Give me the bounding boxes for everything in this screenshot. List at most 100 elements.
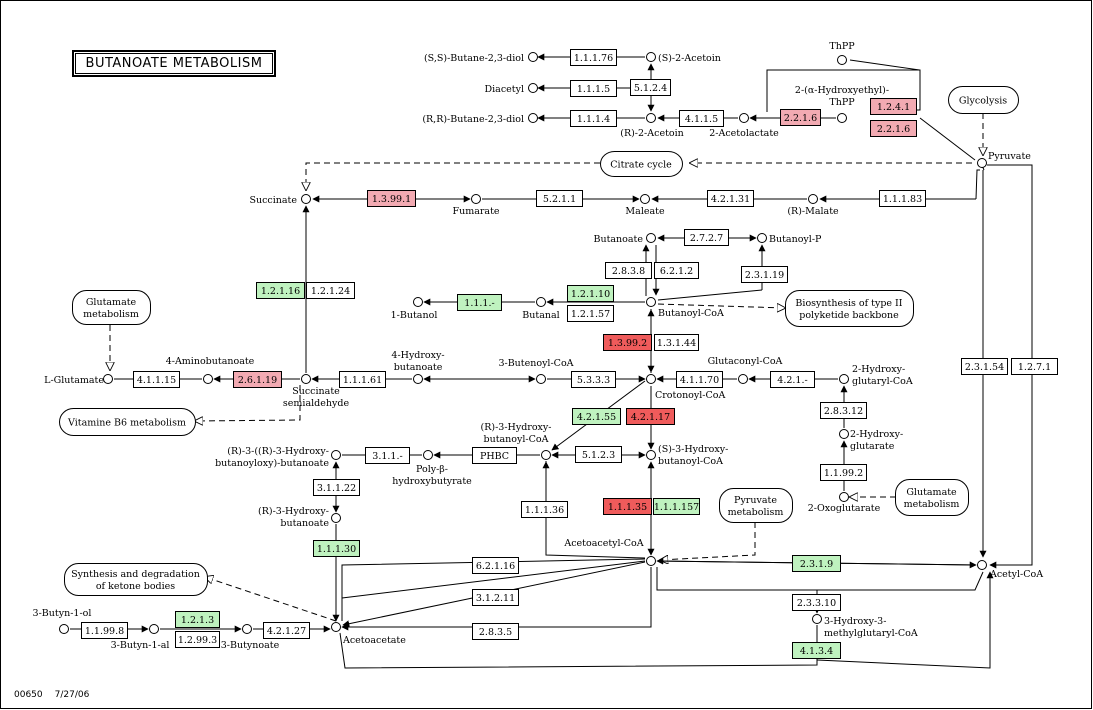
enzyme-label[interactable]: 2.3.1.19 bbox=[745, 270, 784, 281]
compound-node[interactable] bbox=[757, 233, 767, 243]
enzyme-label[interactable]: 1.3.99.2 bbox=[608, 338, 647, 349]
linked-map[interactable]: Glycolysis bbox=[948, 86, 1019, 114]
compound-node[interactable] bbox=[528, 113, 538, 123]
enzyme-label[interactable]: 5.1.2.3 bbox=[582, 450, 615, 461]
enzyme-label[interactable]: 1.1.1.83 bbox=[883, 194, 922, 205]
enzyme-label[interactable]: 6.2.1.16 bbox=[476, 561, 515, 572]
enzyme-label[interactable]: 2.3.3.10 bbox=[797, 598, 836, 609]
compound-node[interactable] bbox=[59, 624, 69, 634]
enzyme-label[interactable]: 2.3.1.54 bbox=[965, 362, 1004, 373]
enzyme-label[interactable]: 1.1.1.61 bbox=[343, 375, 382, 386]
compound[interactable]: (R)-3-Hydroxy-butanoate bbox=[258, 506, 341, 529]
linked-map-label[interactable]: Glycolysis bbox=[959, 96, 1007, 107]
enzyme-label[interactable]: 5.3.3.3 bbox=[577, 375, 610, 386]
enzyme-label[interactable]: 2.8.3.5 bbox=[479, 627, 512, 638]
compound[interactable]: Butanoyl-P bbox=[757, 233, 823, 246]
enzyme-box[interactable]: 1.2.1.16 bbox=[256, 282, 305, 299]
compound-node[interactable] bbox=[646, 297, 656, 307]
compound-node[interactable] bbox=[536, 297, 546, 307]
compound[interactable]: (R)-3-((R)-3-Hydroxy-butanoyloxy)-butano… bbox=[215, 446, 341, 469]
enzyme-label[interactable]: 3.1.2.11 bbox=[476, 593, 515, 604]
enzyme-box[interactable]: 1.2.1.3 bbox=[175, 611, 220, 628]
enzyme-box[interactable]: 4.2.1.31 bbox=[707, 190, 754, 207]
compound-node[interactable] bbox=[837, 55, 847, 65]
enzyme-box[interactable]: 1.1.99.2 bbox=[820, 464, 867, 481]
compound[interactable]: (S,S)-Butane-2,3-diol bbox=[424, 52, 538, 65]
enzyme-label[interactable]: 2.7.2.7 bbox=[690, 233, 723, 244]
compound[interactable]: (R,R)-Butane-2,3-diol bbox=[422, 113, 538, 126]
enzyme-box[interactable]: 1.3.99.2 bbox=[603, 334, 652, 351]
enzyme-box[interactable]: 1.1.1.4 bbox=[570, 110, 617, 127]
compound[interactable]: 3-Butyn-1-ol bbox=[33, 608, 92, 634]
enzyme-label[interactable]: 1.1.1.30 bbox=[317, 544, 356, 555]
enzyme-box[interactable]: 1.1.1.- bbox=[457, 294, 502, 311]
compound[interactable]: (S)-3-Hydroxy-butanoyl-CoA bbox=[646, 444, 729, 467]
compound-node[interactable] bbox=[301, 374, 311, 384]
compound[interactable]: Fumarate bbox=[452, 194, 500, 218]
enzyme-box[interactable]: PHBC bbox=[472, 447, 517, 464]
linked-map-label[interactable]: Synthesis and degradation bbox=[71, 569, 200, 580]
linked-map[interactable]: Vitamine B6 metabolism bbox=[59, 408, 196, 436]
compound[interactable]: (S)-2-Acetoin bbox=[646, 52, 721, 65]
enzyme-label[interactable]: 1.1.1.4 bbox=[577, 114, 610, 125]
enzyme-label[interactable]: 4.1.1.70 bbox=[680, 375, 719, 386]
enzyme-label[interactable]: 1.2.1.57 bbox=[571, 309, 610, 320]
enzyme-box[interactable]: 1.2.4.1 bbox=[870, 98, 917, 115]
enzyme-label[interactable]: 6.2.1.2 bbox=[660, 266, 693, 277]
compound-node[interactable] bbox=[646, 556, 656, 566]
enzyme-box[interactable]: 6.2.1.2 bbox=[654, 262, 699, 279]
enzyme-box[interactable]: 2.8.3.5 bbox=[472, 623, 519, 640]
enzyme-box[interactable]: 2.3.1.54 bbox=[961, 358, 1008, 375]
enzyme-box[interactable]: 1.2.7.1 bbox=[1011, 358, 1058, 375]
enzyme-box[interactable]: 3.1.1.22 bbox=[313, 479, 360, 496]
compound[interactable]: 4-Aminobutanoate bbox=[166, 356, 255, 384]
enzyme-label[interactable]: 1.3.99.1 bbox=[372, 194, 411, 205]
enzyme-label[interactable]: 2.2.1.6 bbox=[877, 124, 910, 135]
compound-node[interactable] bbox=[528, 83, 538, 93]
compound[interactable]: 2-(α-Hydroxyethyl)-ThPP bbox=[795, 85, 889, 123]
compound-node[interactable] bbox=[541, 450, 551, 460]
linked-map-label[interactable]: polyketide backbone bbox=[799, 310, 899, 321]
enzyme-box[interactable]: 2.3.1.19 bbox=[741, 266, 788, 283]
enzyme-label[interactable]: 1.1.1.36 bbox=[525, 505, 564, 516]
compound-node[interactable] bbox=[413, 297, 423, 307]
enzyme-label[interactable]: 1.2.4.1 bbox=[877, 102, 910, 113]
enzyme-box[interactable]: 5.1.2.3 bbox=[575, 446, 622, 463]
compound-node[interactable] bbox=[413, 374, 423, 384]
enzyme-box[interactable]: 6.2.1.16 bbox=[472, 557, 519, 574]
compound[interactable]: Poly-β-hydroxybutyrate bbox=[392, 450, 472, 488]
enzyme-label[interactable]: 4.1.3.4 bbox=[800, 646, 833, 657]
compound-node[interactable] bbox=[646, 233, 656, 243]
compound-node[interactable] bbox=[646, 52, 656, 62]
enzyme-box[interactable]: 2.2.1.6 bbox=[870, 120, 917, 137]
enzyme-label[interactable]: 3.1.1.22 bbox=[317, 483, 356, 494]
enzyme-label[interactable]: 1.1.99.2 bbox=[824, 468, 863, 479]
compound-node[interactable] bbox=[423, 450, 433, 460]
enzyme-box[interactable]: 4.2.1.27 bbox=[263, 622, 310, 639]
enzyme-box[interactable]: 2.2.1.6 bbox=[780, 109, 821, 126]
enzyme-box[interactable]: 1.1.1.83 bbox=[879, 190, 926, 207]
compound-node[interactable] bbox=[331, 450, 341, 460]
enzyme-box[interactable]: 1.1.1.61 bbox=[339, 371, 386, 388]
enzyme-box[interactable]: 2.6.1.19 bbox=[233, 371, 282, 388]
compound-node[interactable] bbox=[301, 194, 311, 204]
compound-node[interactable] bbox=[837, 113, 847, 123]
compound[interactable]: Acetyl-CoA bbox=[977, 560, 1044, 581]
enzyme-box[interactable]: 2.3.3.10 bbox=[792, 594, 841, 611]
enzyme-box[interactable]: 5.2.1.1 bbox=[536, 190, 583, 207]
linked-map-label[interactable]: metabolism bbox=[83, 309, 139, 320]
enzyme-label[interactable]: 4.2.1.27 bbox=[267, 626, 306, 637]
compound[interactable]: 4-Hydroxy-butanoate bbox=[391, 350, 445, 384]
enzyme-box[interactable]: 2.8.3.8 bbox=[605, 262, 652, 279]
enzyme-box[interactable]: 1.1.1.76 bbox=[570, 49, 617, 66]
compound[interactable]: L-Glutamate bbox=[44, 374, 113, 387]
compound-node[interactable] bbox=[738, 374, 748, 384]
compound-node[interactable] bbox=[646, 374, 656, 384]
compound-node[interactable] bbox=[103, 374, 113, 384]
compound-node[interactable] bbox=[839, 429, 849, 439]
enzyme-box[interactable]: 1.1.1.157 bbox=[653, 498, 700, 515]
